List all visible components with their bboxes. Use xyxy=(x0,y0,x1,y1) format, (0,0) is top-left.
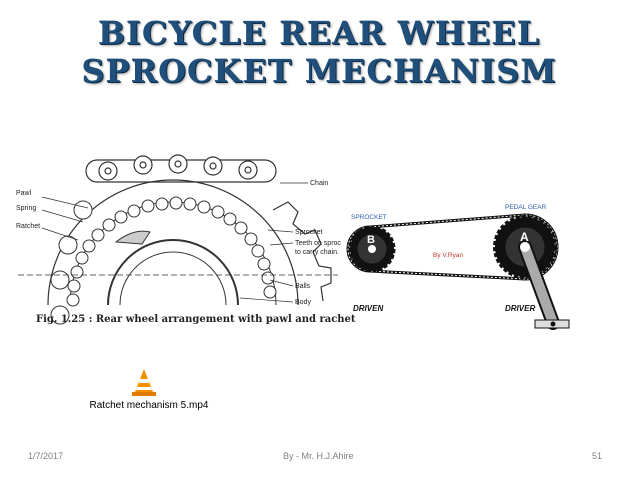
label-chain: Chain xyxy=(310,180,328,187)
title-line-2: SPROCKET MECHANISM xyxy=(81,52,557,90)
rear-wheel-ratchet-diagram: Pawl Spring Ratchet Chain Sprocket Teeth… xyxy=(16,154,341,325)
sprocket-label: SPROCKET xyxy=(351,214,387,221)
title-line-1: BICYCLE REAR WHEEL xyxy=(97,14,541,52)
driver-label: DRIVER xyxy=(505,304,535,313)
label-teeth-2: to carry chain. xyxy=(295,249,339,256)
label-pawl: Pawl xyxy=(16,190,32,197)
pedal-gear-label: PEDAL GEAR xyxy=(505,204,547,211)
label-ratchet: Ratchet xyxy=(16,223,40,230)
vlc-cone-icon xyxy=(132,369,156,396)
footer-date: 1/7/2017 xyxy=(28,451,64,461)
video-filename: Ratchet mechanism 5.mp4 xyxy=(89,400,209,411)
label-balls: Balls xyxy=(295,283,311,290)
footer-page-number: 51 xyxy=(592,451,603,461)
label-spring: Spring xyxy=(16,205,36,212)
chain-drive-diagram: B A SPROCKET PEDAL GEAR By V.Ryan DRIVEN… xyxy=(346,204,570,330)
figure1-caption: Fig. 1.25 : Rear wheel arrangement with … xyxy=(36,314,356,325)
slide-title: BICYCLE REAR WHEEL SPROCKET MECHANISM xyxy=(0,14,638,90)
label-sprocket: Sprocket xyxy=(295,229,323,236)
gear-a-label: A xyxy=(520,230,529,244)
video-file[interactable]: Ratchet mechanism 5.mp4 xyxy=(74,368,224,416)
credit-label: By V.Ryan xyxy=(433,252,463,259)
label-teeth-1: Teeth on sproc xyxy=(295,240,341,247)
driven-label: DRIVEN xyxy=(353,304,383,313)
gear-b-label: B xyxy=(367,234,375,246)
label-body: Body xyxy=(295,299,311,306)
footer-author: By - Mr. H.J.Ahire xyxy=(283,451,354,461)
